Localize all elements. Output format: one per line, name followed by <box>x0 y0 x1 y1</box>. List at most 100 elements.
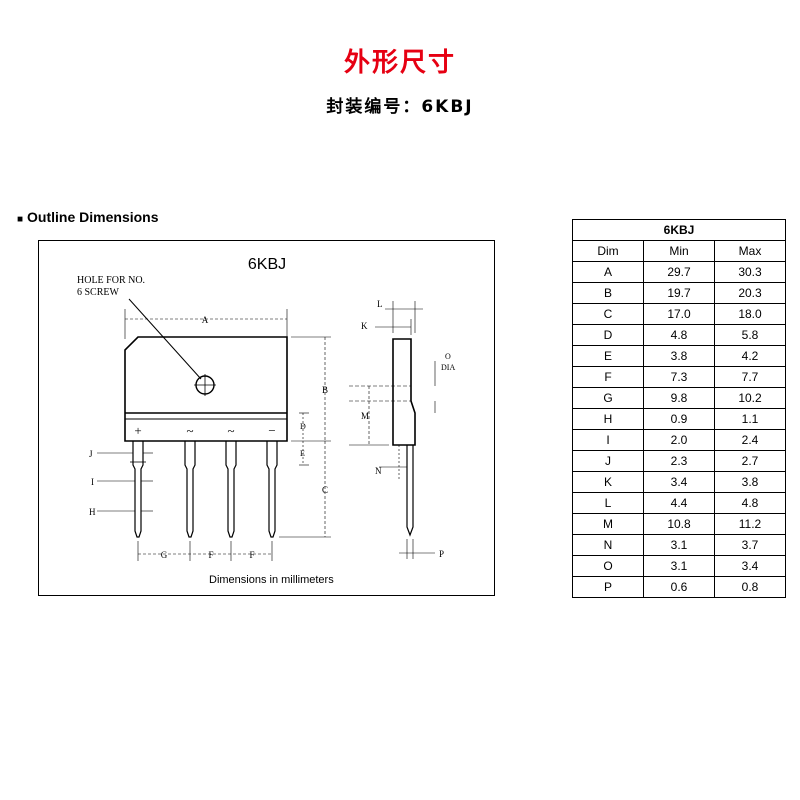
package-body-front <box>124 336 288 442</box>
dim-cell: A <box>572 261 644 283</box>
dim-label-f2: F <box>249 550 254 560</box>
max-cell: 30.3 <box>714 261 786 283</box>
table-title-row: 6KBJ <box>572 219 786 241</box>
dim-cell: J <box>572 450 644 472</box>
dim-cell: M <box>572 513 644 535</box>
min-cell: 3.1 <box>643 555 715 577</box>
dim-label-d: D <box>300 422 306 431</box>
hole-note-line1: HOLE FOR NO. <box>77 275 145 286</box>
dim-cell: B <box>572 282 644 304</box>
min-cell: 17.0 <box>643 303 715 325</box>
max-cell: 4.2 <box>714 345 786 367</box>
dim-cell: H <box>572 408 644 430</box>
dim-label-g: G <box>161 550 168 560</box>
max-cell: 18.0 <box>714 303 786 325</box>
terminal-ac2: ~ <box>227 423 234 438</box>
hole-note-line2: 6 SCREW <box>77 287 120 298</box>
dim-pitch <box>137 541 273 561</box>
front-leads <box>132 441 278 538</box>
table-header-row: Dim Min Max <box>572 240 786 262</box>
package-code-label: 封装编号：6KBJ <box>326 97 474 117</box>
dim-cell: I <box>572 429 644 451</box>
dim-label-l: L <box>377 299 383 309</box>
min-cell: 3.8 <box>643 345 715 367</box>
hole-leader-line <box>128 298 202 380</box>
max-cell: 2.4 <box>714 429 786 451</box>
dim-label-c: C <box>322 485 328 495</box>
dim-cell: D <box>572 324 644 346</box>
dim-cell: N <box>572 534 644 556</box>
max-cell: 11.2 <box>714 513 786 535</box>
table-title: 6KBJ <box>572 219 786 241</box>
dim-lead-left <box>97 452 153 512</box>
min-cell: 0.6 <box>643 576 715 598</box>
min-cell: 2.3 <box>643 450 715 472</box>
lead-1 <box>132 441 144 538</box>
header-min: Min <box>643 240 715 262</box>
min-cell: 4.8 <box>643 324 715 346</box>
dim-cell: E <box>572 345 644 367</box>
outline-drawing: 6KBJ HOLE FOR NO. 6 SCREW A + ~ ~ − <box>38 240 495 596</box>
max-cell: 1.1 <box>714 408 786 430</box>
dim-label-k: K <box>361 321 368 331</box>
dim-label-n: N <box>375 466 382 476</box>
terminal-minus: − <box>268 423 275 438</box>
dim-label-f1: F <box>208 550 213 560</box>
side-lead <box>406 445 414 537</box>
dim-label-e: E <box>300 449 305 458</box>
max-cell: 10.2 <box>714 387 786 409</box>
max-cell: 5.8 <box>714 324 786 346</box>
min-cell: 19.7 <box>643 282 715 304</box>
dim-label-j: J <box>89 449 93 459</box>
min-cell: 7.3 <box>643 366 715 388</box>
side-dims <box>349 301 436 559</box>
max-cell: 4.8 <box>714 492 786 514</box>
dim-cell: P <box>572 576 644 598</box>
lead-3 <box>225 441 237 538</box>
max-cell: 7.7 <box>714 366 786 388</box>
min-cell: 4.4 <box>643 492 715 514</box>
max-cell: 3.4 <box>714 555 786 577</box>
header-dim: Dim <box>572 240 644 262</box>
max-cell: 0.8 <box>714 576 786 598</box>
square-bullet-icon: ■ <box>17 214 24 225</box>
dim-cell: K <box>572 471 644 493</box>
dim-label-b: B <box>322 385 328 395</box>
dim-label-i: I <box>91 477 94 487</box>
page-title: 外形尺寸 <box>343 48 456 78</box>
max-cell: 20.3 <box>714 282 786 304</box>
dim-cell: G <box>572 387 644 409</box>
dim-column-right <box>279 336 331 538</box>
min-cell: 3.4 <box>643 471 715 493</box>
max-cell: 3.8 <box>714 471 786 493</box>
lead-4 <box>266 441 278 538</box>
header-max: Max <box>714 240 786 262</box>
dim-label-p: P <box>439 549 444 559</box>
lead-2 <box>184 441 196 538</box>
dim-cell: O <box>572 555 644 577</box>
dim-label-o: O <box>445 352 451 361</box>
units-note: Dimensions in millimeters <box>209 574 334 586</box>
max-cell: 3.7 <box>714 534 786 556</box>
section-heading: ■Outline Dimensions <box>17 209 159 225</box>
dim-cell: C <box>572 303 644 325</box>
min-cell: 0.9 <box>643 408 715 430</box>
terminal-plus: + <box>134 423 141 438</box>
min-cell: 9.8 <box>643 387 715 409</box>
package-body-side <box>392 338 416 446</box>
min-cell: 29.7 <box>643 261 715 283</box>
